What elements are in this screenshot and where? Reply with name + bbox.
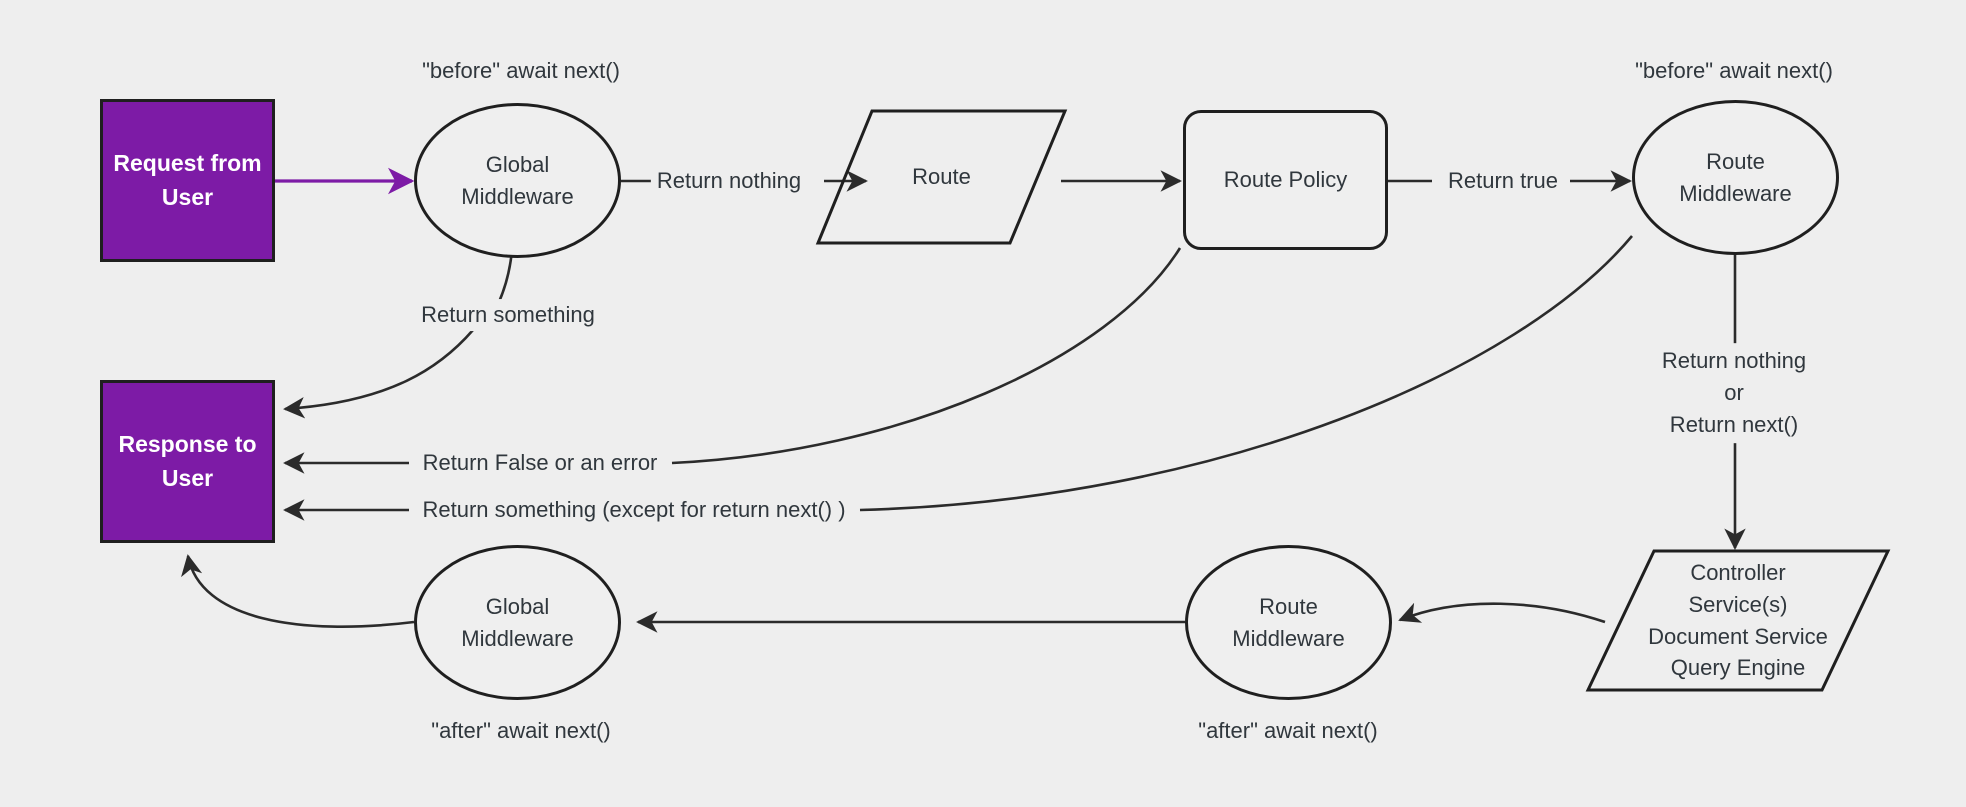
edge-global-middleware-bottom-to-response (181, 554, 415, 628)
node-global-middleware-top-label: Global Middleware (461, 151, 574, 209)
edge-route-policy-to-response-curve (671, 247, 1182, 465)
node-response-to-user-label: Response to User (118, 431, 257, 491)
node-route-middleware-bottom-label: Route Middleware (1232, 593, 1345, 651)
node-route-policy-label: Route Policy (1223, 167, 1348, 193)
label-after-await-next-right: "after" await next() (1198, 718, 1378, 744)
label-return-nothing-or-next: Return nothing or Return next() (1653, 343, 1815, 443)
node-route-middleware-bottom[interactable]: Route Middleware (1185, 545, 1392, 700)
node-request-from-user-label: Request from User (113, 150, 262, 210)
label-return-true: Return true (1441, 165, 1565, 197)
label-return-something-except-next: Return something (except for return next… (414, 494, 854, 526)
node-response-to-user[interactable]: Response to User (100, 380, 275, 543)
edge-global-middleware-return-something-to-response (283, 329, 474, 419)
node-route-middleware-top[interactable]: Route Middleware (1632, 100, 1839, 255)
node-global-middleware-top[interactable]: Global Middleware (414, 103, 621, 258)
label-return-false-or-error: Return False or an error (414, 447, 666, 479)
edge-route-middleware-to-response-curve (859, 235, 1633, 512)
node-controller-stack-label: Controller Service(s) Document Service Q… (1648, 559, 1828, 681)
node-request-from-user[interactable]: Request from User (100, 99, 275, 262)
label-after-await-next-left: "after" await next() (431, 718, 611, 744)
label-return-something: Return something (415, 299, 601, 331)
label-return-nothing: Return nothing (650, 165, 808, 197)
node-route-policy[interactable]: Route Policy (1183, 110, 1388, 250)
node-route-middleware-top-label: Route Middleware (1679, 148, 1792, 206)
node-global-middleware-bottom-label: Global Middleware (461, 593, 574, 651)
label-before-await-next-left: "before" await next() (422, 58, 620, 84)
node-global-middleware-bottom[interactable]: Global Middleware (414, 545, 621, 700)
label-before-await-next-right: "before" await next() (1635, 58, 1833, 84)
node-controller-stack[interactable]: Controller Service(s) Document Service Q… (1588, 551, 1888, 690)
node-route[interactable]: Route (818, 111, 1065, 243)
node-route-label: Route (912, 164, 971, 190)
edge-controller-to-route-middleware-bottom (1398, 602, 1606, 624)
